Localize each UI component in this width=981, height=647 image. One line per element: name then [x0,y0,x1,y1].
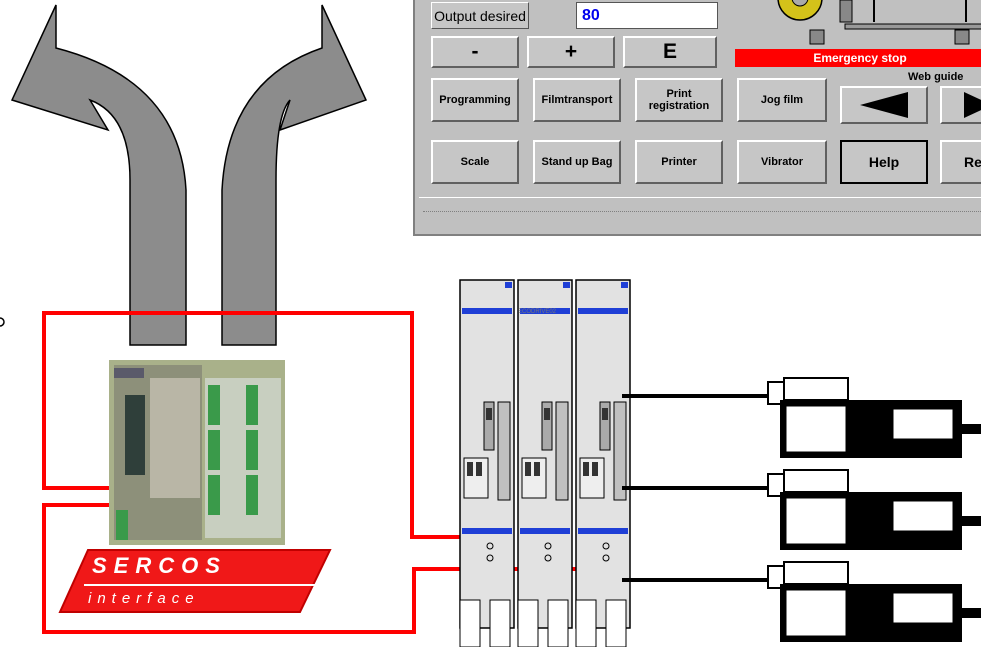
motor-cables [622,394,768,582]
sercos-logo [58,549,332,613]
vibrator-button[interactable]: Vibrator [737,140,827,184]
enter-button[interactable]: E [623,36,717,68]
edge-marker [0,317,5,327]
scale-button[interactable]: Scale [431,140,519,184]
sercos-bus [42,311,605,634]
right-arrow [221,4,368,346]
hmi-panel: Output desired 80 - + E Emergency stop W… [413,0,981,236]
servo-motors [767,377,981,642]
drive-module-2 [517,279,573,647]
drive-module-1 [459,279,515,647]
programming-button[interactable]: Programming [431,78,519,122]
increase-button[interactable]: + [527,36,615,68]
status-bar [419,197,981,222]
printer-button[interactable]: Printer [635,140,723,184]
status-bar-divider [423,211,981,212]
drive-modules [459,279,631,647]
reset-button[interactable]: Re [940,140,981,184]
print-registration-button[interactable]: Print registration [635,78,723,122]
arrow-right-icon [964,92,981,118]
web-guide-label: Web guide [908,71,964,83]
controller-unit [109,360,285,545]
servo-motor-3 [767,561,981,642]
left-arrow [10,4,187,346]
filmtransport-button[interactable]: Filmtransport [533,78,621,122]
machine-graphic [777,0,981,45]
output-desired-label: Output desired [431,2,529,29]
stand-up-bag-button[interactable]: Stand up Bag [533,140,621,184]
drive-module-3 [575,279,631,647]
output-desired-field[interactable]: 80 [576,2,718,29]
sercos-logo-title: SERCOS [92,553,227,578]
web-guide-right-button[interactable] [940,86,981,124]
servo-motor-1 [767,377,981,458]
jog-film-button[interactable]: Jog film [737,78,827,122]
emergency-stop-indicator: Emergency stop [735,49,981,67]
help-button[interactable]: Help [840,140,928,184]
sercos-logo-subtitle: interface [88,590,200,607]
arrow-left-icon [860,92,908,118]
servo-motor-2 [767,469,981,550]
film-roll-icon [777,0,823,21]
web-guide-left-button[interactable] [840,86,928,124]
decrease-button[interactable]: - [431,36,519,68]
drive-model-label: ECODRIVE02 [518,309,557,315]
